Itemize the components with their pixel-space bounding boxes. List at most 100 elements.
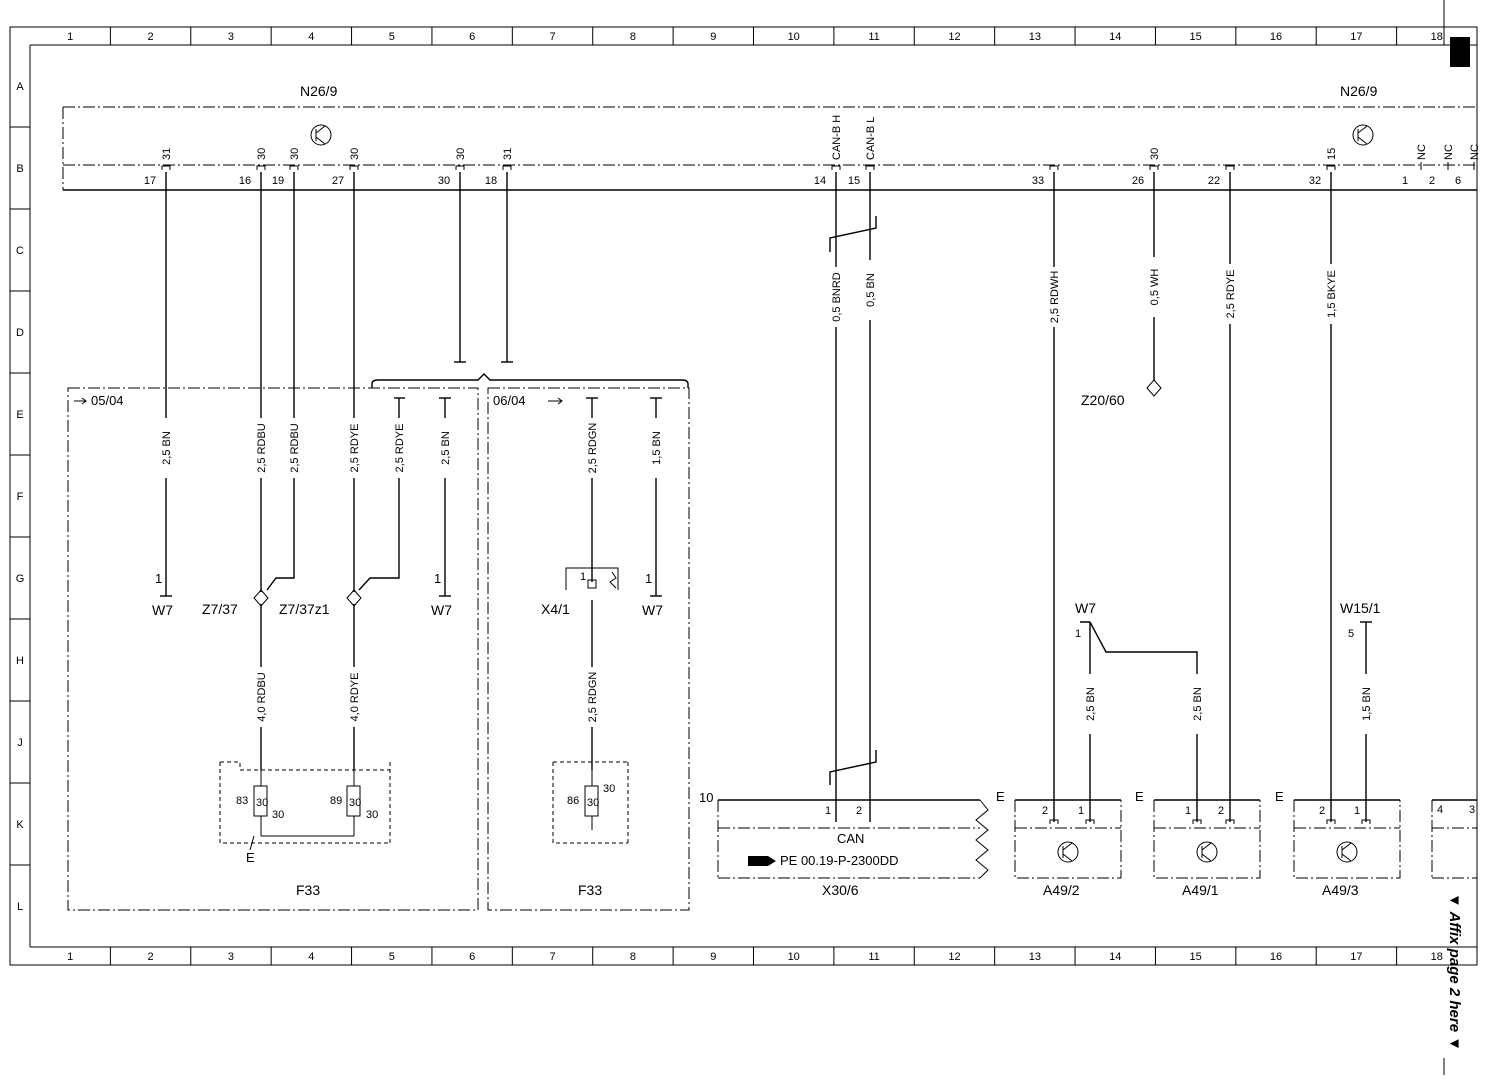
pin-terminal [289, 165, 299, 170]
pin-terminal [1149, 165, 1159, 170]
pin-terminal [1225, 165, 1235, 170]
column-number: 4 [308, 31, 314, 43]
ground-pin: 1 [645, 571, 652, 586]
splice-label: Z20/60 [1081, 392, 1125, 408]
pin-terminal [349, 165, 359, 170]
fuse-box-f33: 83 30 30 89 30 30 E F33 [219, 761, 391, 898]
transistor-icon [1057, 841, 1079, 863]
pin-number: 2 [1429, 175, 1435, 187]
fuse-pin: 30 [256, 797, 268, 809]
pin-label: NC [1443, 144, 1455, 160]
pin-label: 30 [455, 148, 467, 160]
column-number: 15 [1190, 31, 1202, 43]
ground-pin: 1 [1075, 628, 1081, 640]
pin-number: 33 [1032, 175, 1044, 187]
fuse-box-f33: 86 30 30 F33 [552, 761, 629, 898]
column-number: 1 [67, 951, 73, 963]
pin-number: 17 [144, 175, 156, 187]
module-label: A49/1 [1182, 882, 1219, 898]
ground-w15-1: W15/1 5 [1340, 600, 1381, 640]
wire-label: 0,5 BN [865, 273, 877, 307]
cutoff-module: 4 3 [1431, 799, 1477, 879]
column-number: 5 [389, 951, 395, 963]
module-pin: 2 [1042, 805, 1048, 817]
fuse-pin: 30 [603, 783, 615, 795]
column-number: 13 [1029, 951, 1041, 963]
variant-label: 05/04 [91, 393, 124, 408]
row-letter: H [16, 655, 24, 667]
pin-terminal [831, 165, 841, 170]
column-number: 16 [1270, 951, 1282, 963]
pin-number: 30 [438, 175, 450, 187]
column-number: 6 [469, 31, 475, 43]
wire-label: 0,5 BNRD [831, 272, 843, 322]
wire-label: 1,5 BN [651, 431, 663, 465]
reference-icon [748, 856, 776, 866]
affix-note: ▼ Affix page 2 here ▼ [1446, 893, 1463, 1051]
column-number: 11 [868, 31, 879, 43]
splice-z7-37: Z7/37 [202, 589, 269, 617]
pin-label: 31 [161, 148, 173, 160]
splice-label: Z7/37z1 [279, 601, 330, 617]
fuse-pin: 86 [567, 795, 579, 807]
wire-label-bg [649, 418, 663, 478]
row-letter: L [17, 901, 23, 913]
pin-terminal [256, 165, 266, 170]
variant-label: 06/04 [493, 393, 526, 408]
wire-label-bg [1223, 264, 1237, 324]
wire-label: 2,5 BN [1192, 687, 1204, 721]
pin-number: 26 [1132, 175, 1144, 187]
wire-label: 4,0 RDBU [256, 672, 268, 722]
pin-label: NC [1469, 144, 1481, 160]
drawing-frame [9, 0, 1478, 1075]
column-number: 18 [1431, 31, 1443, 43]
column-number: 12 [948, 951, 960, 963]
pin-label: 30 [1149, 148, 1161, 160]
module-pin: 1 [1078, 805, 1084, 817]
module-pin: 1 [1354, 805, 1360, 817]
wire-label-bg [159, 418, 173, 478]
column-number: 2 [148, 31, 154, 43]
wire-label: 0,5 WH [1149, 269, 1161, 306]
wire-label-bg [254, 667, 268, 727]
pin-number: 32 [1309, 175, 1321, 187]
cutoff-pin: 4 [1437, 804, 1443, 816]
pin-terminal [161, 165, 171, 170]
row-letter: G [16, 573, 25, 585]
wire-label-bg [1359, 674, 1373, 734]
ground-pin: 1 [434, 571, 441, 586]
ground-label: W7 [152, 602, 173, 618]
pin-number: 22 [1208, 175, 1220, 187]
column-number: 7 [549, 31, 555, 43]
module-pin: 1 [1185, 805, 1191, 817]
wire-label: 2,5 BN [1085, 687, 1097, 721]
connector-pin: 2 [856, 805, 862, 817]
pin-label: CAN-B L [865, 117, 877, 160]
module-pin: 2 [1319, 805, 1325, 817]
pin-number: 16 [239, 175, 251, 187]
connector-pin: 1 [580, 571, 586, 583]
splice-z7-37z1: Z7/37z1 [279, 589, 362, 617]
connector-x4-1: 1 X4/1 [541, 567, 619, 617]
pin-terminal [1049, 165, 1059, 170]
module-label: A49/3 [1322, 882, 1359, 898]
ground-w7-right: W7 1 [1075, 600, 1096, 640]
wire-label-bg [1147, 257, 1161, 317]
ground-w7: 1 W7 [431, 571, 452, 618]
fuse-box-label: F33 [296, 882, 320, 898]
row-letter: K [16, 819, 24, 831]
wire-label: 2,5 RDWH [1049, 271, 1061, 324]
pin-label: 30 [256, 148, 268, 160]
column-number: 4 [308, 951, 314, 963]
fuse-pin: 30 [272, 809, 284, 821]
fuse-box-label: F33 [578, 882, 602, 898]
row-letter: C [16, 245, 24, 257]
wire-label: 2,5 BN [161, 431, 173, 465]
wire-label-bg [829, 267, 843, 327]
